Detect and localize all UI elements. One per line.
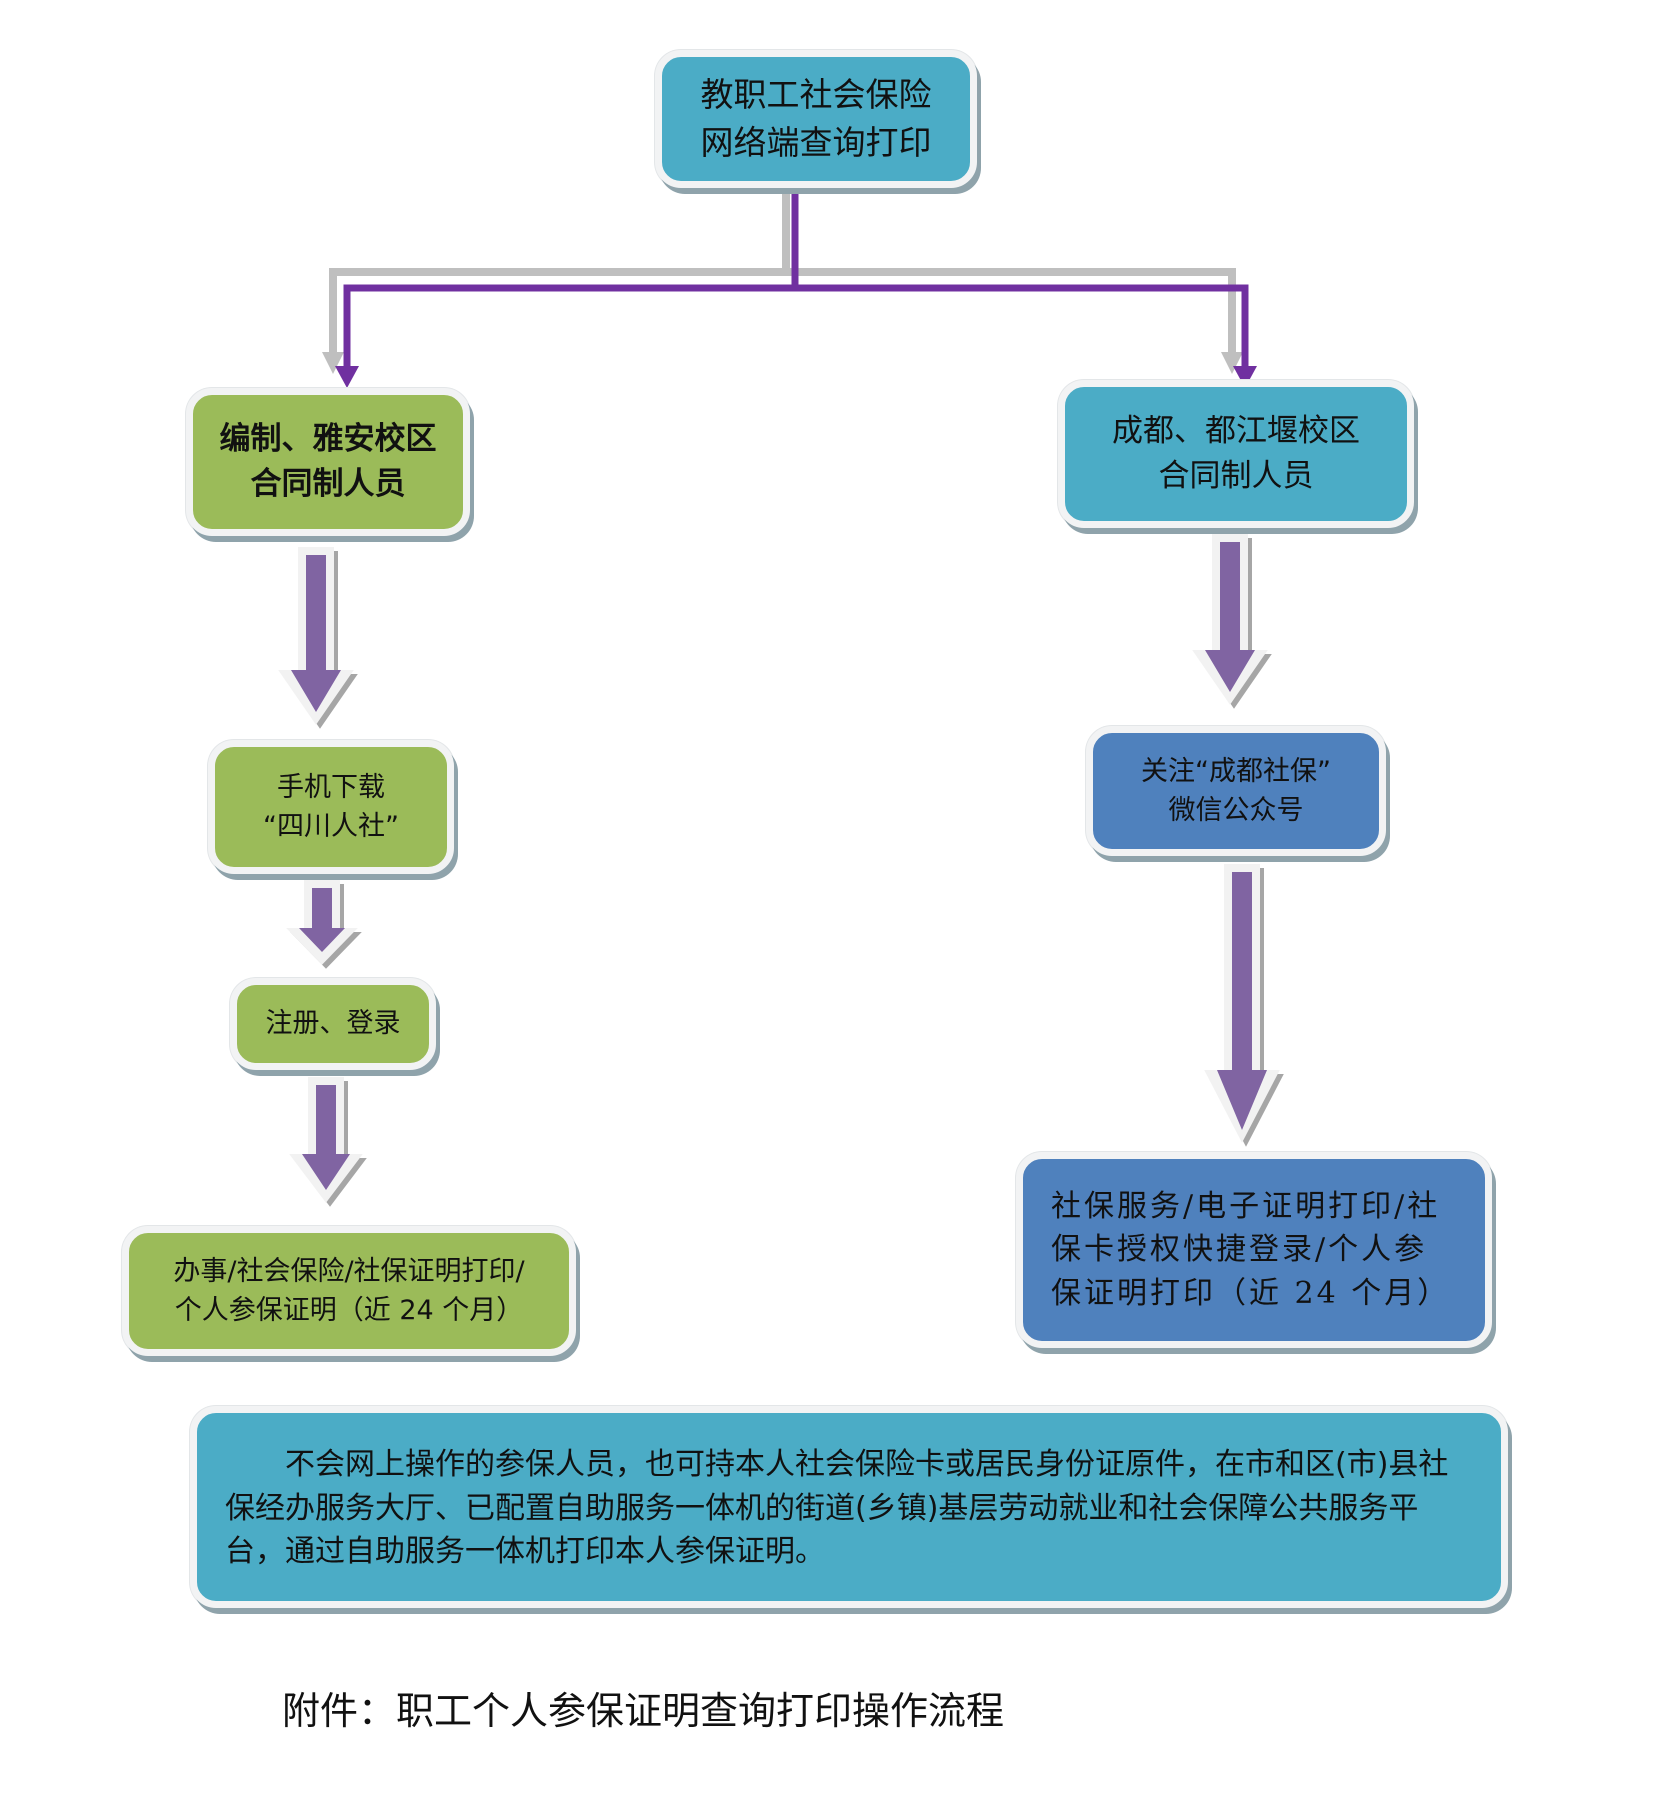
connector-purple-left	[343, 190, 799, 366]
node-text-line: “四川人社”	[263, 811, 399, 842]
node-follow-wechat: 关注“成都社保” 微信公众号	[1086, 726, 1386, 856]
note-text: 不会网上操作的参保人员，也可持本人社会保险卡或居民身份证原件，在市和区(市)县社…	[225, 1447, 1449, 1569]
node-text-line: 合同制人员	[1158, 458, 1314, 494]
connector-gray-right	[786, 268, 1236, 358]
arrow-right-2-to-3-fill	[1217, 872, 1267, 1130]
node-text-line: 成都、都江堰校区	[1112, 413, 1360, 450]
arrow-right-1-to-2-fill	[1205, 542, 1255, 692]
node-text-line: 社保服务/电子证明打印/社	[1051, 1188, 1441, 1224]
arrow-right-2-to-3	[1204, 864, 1284, 1147]
diagram-caption: 附件：职工个人参保证明查询打印操作流程	[282, 1689, 1005, 1733]
node-text-line: 关注“成都社保”	[1141, 755, 1331, 787]
node-text-line: 手机下载	[277, 771, 385, 803]
node-network-query-print: 教职工社会保险 网络端查询打印	[655, 50, 977, 188]
node-text-line: 注册、登录	[265, 1008, 401, 1040]
arrowhead-gray-right	[1221, 352, 1243, 374]
node-app-print-path: 办事/社会保险/社保证明打印/ 个人参保证明（近 24 个月）	[122, 1226, 576, 1356]
node-register-login: 注册、登录	[230, 978, 436, 1070]
node-text-line: 个人参保证明（近 24 个月）	[174, 1295, 524, 1326]
node-text-line: 办事/社会保险/社保证明打印/	[173, 1255, 525, 1287]
arrow-left-1-to-2-fill	[291, 555, 341, 712]
node-text-line: 保证明打印（近 24 个月）	[1051, 1275, 1451, 1311]
arrow-left-1-to-2	[278, 547, 358, 729]
arrowhead-purple-right	[1233, 366, 1257, 388]
node-chengdu-campus-staff: 成都、都江堰校区 合同制人员	[1058, 380, 1414, 528]
node-text-line: 编制、雅安校区	[219, 421, 437, 458]
node-text-line: 网络端查询打印	[700, 123, 932, 162]
node-text-line: 微信公众号	[1168, 795, 1304, 826]
arrow-right-1-to-2	[1192, 534, 1272, 709]
arrow-left-2-to-3	[286, 880, 362, 969]
node-yaan-campus-staff: 编制、雅安校区 合同制人员	[186, 388, 470, 536]
arrow-left-2-to-3-fill	[299, 888, 345, 952]
node-text-line: 保卡授权快捷登录/个人参	[1051, 1232, 1428, 1268]
offline-option-note: 不会网上操作的参保人员，也可持本人社会保险卡或居民身份证原件，在市和区(市)县社…	[190, 1406, 1508, 1608]
connector-gray-left	[329, 172, 790, 358]
connector-purple-right	[795, 284, 1249, 366]
arrow-left-3-to-4	[289, 1077, 367, 1207]
node-text-line: 教职工社会保险	[700, 75, 932, 115]
node-wechat-print-path: 社保服务/电子证明打印/社 保卡授权快捷登录/个人参 保证明打印（近 24 个月…	[1016, 1152, 1492, 1348]
node-download-app: 手机下载 “四川人社”	[208, 740, 454, 874]
arrow-left-3-to-4-fill	[302, 1085, 350, 1190]
arrowhead-purple-left	[335, 366, 359, 388]
node-text-line: 合同制人员	[250, 466, 406, 502]
arrowhead-gray-left	[322, 352, 344, 374]
